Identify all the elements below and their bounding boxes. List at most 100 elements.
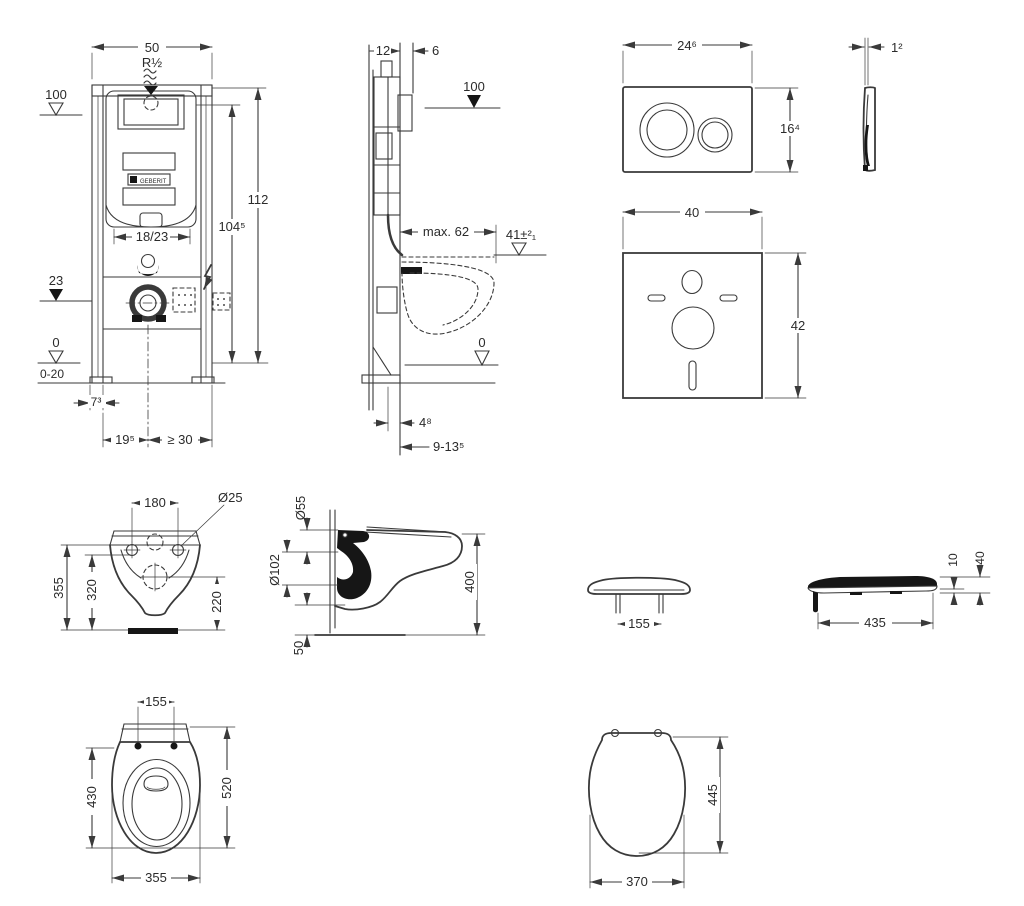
- flush-plate-side: 1²: [848, 37, 903, 172]
- dim-inlet-55: Ø55: [293, 496, 339, 565]
- svg-text:155: 155: [145, 694, 167, 709]
- svg-text:Ø55: Ø55: [293, 496, 308, 521]
- svg-text:42: 42: [791, 318, 805, 333]
- svg-text:16⁴: 16⁴: [780, 121, 800, 136]
- mat-outline: [622, 252, 763, 399]
- svg-text:220: 220: [209, 591, 224, 613]
- svg-text:320: 320: [84, 579, 99, 601]
- bowl-outline: [109, 530, 201, 634]
- seat-front-profile: 155: [587, 576, 691, 631]
- sound-insulation-mat: 40 42: [622, 205, 813, 399]
- dim-plate-height: 16⁴: [754, 87, 806, 173]
- datum-0: 0: [404, 335, 499, 367]
- svg-text:6: 6: [432, 43, 439, 58]
- dim-mat-height: 42: [764, 252, 813, 399]
- dim-thickness-40: 40: [973, 551, 987, 606]
- datum-23: 23: [39, 273, 93, 302]
- dim-320: 320: [84, 554, 132, 631]
- svg-text:Ø102: Ø102: [267, 554, 282, 586]
- svg-text:100: 100: [463, 79, 485, 94]
- electrical-icon: [203, 264, 213, 290]
- plate-side-outline: [862, 37, 876, 172]
- svg-text:24⁶: 24⁶: [677, 38, 697, 53]
- dim-rim-430: 430: [84, 747, 236, 849]
- svg-text:355: 355: [145, 870, 167, 885]
- dim-hinge-span-155: 155: [617, 616, 662, 631]
- dim-total-520: 520: [189, 726, 236, 849]
- svg-text:112: 112: [248, 192, 269, 207]
- dim-length-445: 445: [638, 736, 729, 854]
- frame-side-view: 12 6 100 max. 62 41±²₁ 0 4⁸ 9-13⁵: [361, 42, 547, 456]
- dim-4-8: 4⁸: [373, 386, 432, 432]
- dim-outlet-102: Ø102: [267, 539, 339, 598]
- bowl-side-view: Ø55 Ø102 50 400: [267, 496, 486, 655]
- dim-18-23: 18/23: [113, 228, 191, 245]
- dim-355: 355: [51, 544, 129, 631]
- svg-text:19⁵: 19⁵: [115, 432, 135, 447]
- bowl-outline-dashed: [401, 256, 495, 335]
- bowl-rear-view: 180 Ø25 355 320 220: [51, 490, 243, 634]
- dim-width-370: 370: [589, 814, 685, 889]
- bowl-top-outline: [111, 723, 201, 854]
- water-supply-icon: [143, 68, 158, 95]
- svg-text:155: 155: [628, 616, 650, 631]
- datum-100: 100: [424, 79, 501, 109]
- svg-text:12: 12: [376, 43, 390, 58]
- svg-text:40: 40: [685, 205, 699, 220]
- dim-mat-width: 40: [622, 205, 763, 250]
- trapway-silhouette: [337, 530, 372, 600]
- frame-front-view: GEBERIT 50 R½ 100 23: [37, 40, 273, 448]
- dim-bolt-span-155: 155: [137, 694, 175, 742]
- svg-text:23: 23: [49, 273, 63, 288]
- bowl-profile: [334, 526, 463, 611]
- cistern: [105, 90, 197, 228]
- bowl-top-view: 155 430 520 355: [84, 694, 236, 885]
- svg-text:≥ 30: ≥ 30: [167, 432, 192, 447]
- dim-19-30: 19⁵ ≥ 30: [102, 324, 213, 448]
- svg-text:9-13⁵: 9-13⁵: [433, 439, 464, 454]
- dim-gap-50: 50: [291, 592, 346, 655]
- svg-text:max. 62: max. 62: [423, 224, 469, 239]
- dim-400: 400: [461, 533, 486, 636]
- svg-text:435: 435: [864, 615, 886, 630]
- svg-text:4⁸: 4⁸: [419, 415, 432, 430]
- frame-outline: [37, 84, 226, 384]
- dim-bolt-dia-25: Ø25: [180, 490, 243, 547]
- svg-text:520: 520: [219, 777, 234, 799]
- svg-text:430: 430: [84, 786, 99, 808]
- dim-foot-7: 7³: [73, 384, 120, 411]
- dim-width-355: 355: [111, 784, 201, 885]
- seat-top-view: 445 370: [588, 728, 729, 889]
- dim-9-13: 9-13⁵: [399, 439, 464, 454]
- svg-text:0-20: 0-20: [40, 367, 64, 381]
- svg-text:40: 40: [973, 551, 987, 565]
- flush-plate-front: 24⁶ 16⁴: [622, 38, 806, 173]
- svg-text:370: 370: [626, 874, 648, 889]
- dim-length-435: 435: [817, 592, 934, 630]
- fill-valve: [137, 253, 159, 276]
- svg-text:104⁵: 104⁵: [218, 219, 245, 234]
- dim-220: 220: [168, 576, 226, 631]
- svg-text:1²: 1²: [891, 40, 903, 55]
- svg-text:50: 50: [145, 40, 159, 55]
- seat-side-profile: 10 40 435: [807, 551, 991, 630]
- svg-text:18/23: 18/23: [136, 229, 169, 244]
- svg-text:355: 355: [51, 577, 66, 599]
- svg-text:400: 400: [462, 571, 477, 593]
- seat-side-outline: [807, 576, 938, 613]
- svg-text:180: 180: [144, 495, 166, 510]
- seat-profile-outline: [587, 576, 691, 614]
- svg-text:Ø25: Ø25: [218, 490, 243, 505]
- bolt-holes: [123, 533, 187, 592]
- frame-profile: [361, 42, 496, 456]
- dim-plate-width: 24⁶: [622, 38, 753, 84]
- dim-width-50: 50 R½: [91, 40, 213, 80]
- svg-text:0: 0: [478, 335, 485, 350]
- dim-plate-thickness: 1²: [848, 40, 903, 55]
- brand-label: GEBERIT: [140, 179, 167, 185]
- dim-bolt-span-180: 180: [131, 495, 179, 543]
- svg-text:50: 50: [291, 641, 306, 655]
- datum-100: 100: [39, 87, 83, 117]
- svg-text:10: 10: [946, 553, 960, 567]
